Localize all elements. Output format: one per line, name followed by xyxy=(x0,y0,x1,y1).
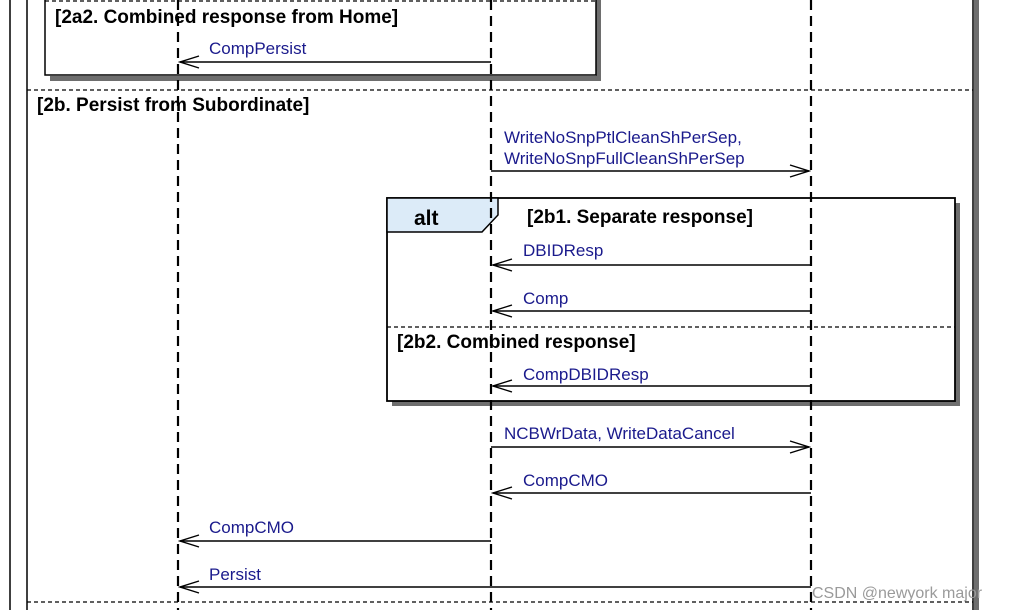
msg-dbidresp-label: DBIDResp xyxy=(523,241,603,260)
msg-persist-label: Persist xyxy=(209,565,261,584)
section-2b-label: [2b. Persist from Subordinate] xyxy=(37,95,309,116)
alt-keyword-label: alt xyxy=(414,207,439,230)
msg-writenosnp-label-line2: WriteNoSnpFullCleanShPerSep xyxy=(504,149,745,168)
msg-ncbwrdata-label: NCBWrData, WriteDataCancel xyxy=(504,424,735,443)
msg-comppersist-label: CompPersist xyxy=(209,39,307,58)
msg-compcmo-sub-label: CompCMO xyxy=(523,471,608,490)
frame-2a2-shadow xyxy=(50,76,600,81)
section-2a2-label: [2a2. Combined response from Home] xyxy=(55,7,398,28)
section-2b1-label: [2b1. Separate response] xyxy=(527,207,753,228)
msg-writenosnp-label-line1: WriteNoSnpPtlCleanShPerSep, xyxy=(504,128,742,147)
msg-compdbidresp-label: CompDBIDResp xyxy=(523,365,649,384)
section-2b2-label: [2b2. Combined response] xyxy=(397,332,636,353)
outer-frame-shadow xyxy=(974,0,979,610)
alt-frame-shadow-side xyxy=(955,203,960,406)
watermark-text: CSDN @newyork major xyxy=(812,585,983,602)
msg-comp-label: Comp xyxy=(523,289,568,308)
alt-frame-shadow-bottom xyxy=(392,401,959,406)
alt-tab xyxy=(386,197,499,233)
msg-compcmo-home-label: CompCMO xyxy=(209,518,294,537)
frame-2a2-shadow-side xyxy=(596,0,601,81)
